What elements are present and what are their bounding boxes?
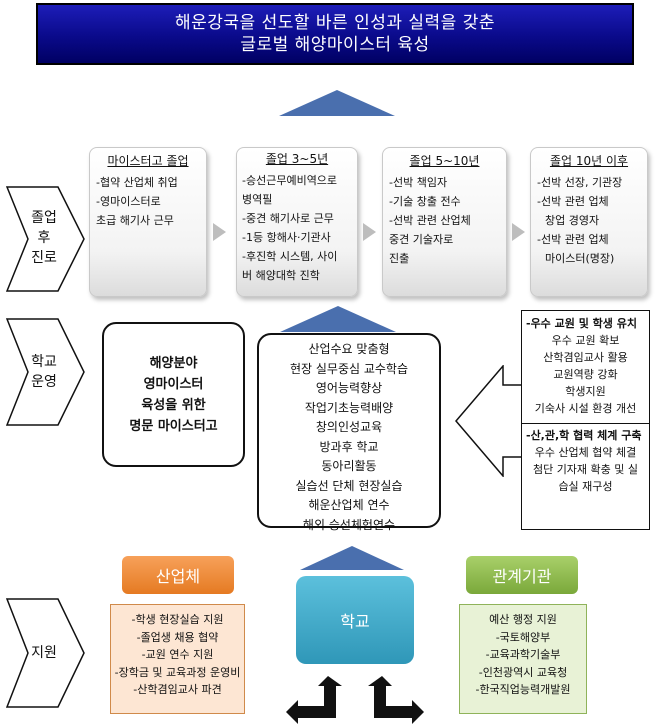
industry-item: -산학겸임교사 파견 <box>133 683 222 696</box>
strategy-group-title: -우수 교원 및 학생 유치 <box>526 317 637 330</box>
agency-item: -국토해양부 <box>495 630 551 644</box>
school-goal-line: 육성을 위한 <box>141 397 206 413</box>
career-item: -기술 창출 전수 <box>389 195 461 208</box>
career-item: 초급 해기사 근무 <box>96 214 174 227</box>
career-item: -선박 선장, 기관장 <box>537 176 623 189</box>
industry-item: -학생 현장실습 지원 <box>131 613 224 626</box>
school-program-item: 방과후 학교 <box>319 439 379 454</box>
arrow-right-icon <box>363 223 376 241</box>
strategy-divider <box>522 423 649 424</box>
agency-item: 예산 행정 지원 <box>489 613 557 626</box>
strategy-item: 산학겸임교사 활용 <box>543 351 628 364</box>
section-label-school-1: 학교 <box>31 354 57 370</box>
arrow-right-icon <box>512 223 525 241</box>
career-card-10yr-plus: 졸업 10년 이후 -선박 선장, 기관장 -선박 관련 업체 창업 경영자 -… <box>530 147 648 297</box>
chevron-shape-school <box>6 318 85 426</box>
industry-item: -교원 연수 지원 <box>141 648 214 661</box>
agency-support-list: 예산 행정 지원 -국토해양부 -교육과학기술부 -인천광역시 교육청 -한국직… <box>459 604 587 714</box>
section-label-career-2: 후 <box>37 230 51 246</box>
school-label: 학교 <box>296 576 414 664</box>
arrow-right-icon <box>213 223 226 241</box>
career-card-3-5yr: 졸업 3~5년 -승선근무예비역으로 병역필 -중견 해기사로 근무 -1등 항… <box>236 147 358 297</box>
career-item: 버 해양대학 진학 <box>242 269 320 282</box>
up-triangle-top <box>279 90 395 116</box>
career-item: -후진학 시스템, 사이 <box>242 250 338 263</box>
strategy-item: 학생지원 <box>565 385 606 398</box>
agency-label: 관계기관 <box>466 556 578 594</box>
career-item: -승선근무예비역으로 <box>242 174 338 187</box>
school-program-item: 산업수요 맞춤형 <box>308 342 390 356</box>
agency-item: -교육과학기술부 <box>485 648 561 661</box>
industry-support-list: -학생 현장실습 지원 -졸업생 채용 협약 -교원 연수 지원 -장학금 및 … <box>110 604 245 714</box>
career-card-graduation-title: 마이스터고 졸업 <box>107 154 189 168</box>
strategy-item: 습실 재구성 <box>558 480 613 493</box>
agency-item: -한국직업능력개발원 <box>475 683 571 696</box>
school-goal-line: 영마이스터 <box>143 376 204 392</box>
career-item: -중견 해기사로 근무 <box>242 212 334 225</box>
career-card-3-5yr-title: 졸업 3~5년 <box>265 152 329 166</box>
strategy-item: 우수 교원 확보 <box>551 334 620 347</box>
vision-line-1: 해운강국을 선도할 바른 인성과 실력을 갖춘 <box>174 13 496 33</box>
arrow-up-right-icon <box>368 676 424 724</box>
up-triangle-middle <box>280 306 396 332</box>
section-label-school: 학교 운영 <box>26 352 62 392</box>
career-item: -1등 항해사·기관사 <box>242 231 331 244</box>
school-strategy-box: -우수 교원 및 학생 유치 우수 교원 확보 산학겸임교사 활용 교원역량 강… <box>521 310 650 530</box>
school-goal-box: 해양분야 영마이스터 육성을 위한 명문 마이스터고 <box>102 322 245 467</box>
career-item: -협약 산업체 취업 <box>96 176 178 189</box>
school-goal-line: 해양분야 <box>149 355 198 371</box>
arrow-up-left-icon <box>286 676 342 724</box>
school-program-item: 현장 실무중심 교수학습 <box>289 361 409 376</box>
industry-item: -졸업생 채용 협약 <box>136 630 219 644</box>
career-item: -선박 관련 업체 <box>537 195 609 208</box>
career-item: 진출 <box>389 252 410 265</box>
section-label-support: 지원 <box>31 645 57 661</box>
career-item: -영마이스터로 <box>96 195 161 208</box>
school-program-item: 실습선 단체 현장실습 <box>295 478 403 493</box>
career-item: 마이스터(명장) <box>545 252 615 265</box>
arrow-left-outline-icon <box>455 365 524 477</box>
chevron-shape-career <box>6 186 85 292</box>
chevron-shape-support <box>6 598 85 708</box>
school-program-box: 산업수요 맞춤형 현장 실무중심 교수학습 영어능력향상 작업기초능력배양 창의… <box>257 333 441 532</box>
school-goal-line: 명문 마이스터고 <box>129 418 218 434</box>
strategy-item: 첨단 기자재 확충 및 실 <box>532 463 639 476</box>
industry-label: 산업체 <box>122 556 234 594</box>
school-program-item: 해외 승선체험연수 <box>302 517 396 532</box>
career-item: -선박 책임자 <box>389 176 448 189</box>
school-program-item: 창의인성교육 <box>315 420 383 434</box>
section-label-career-3: 진로 <box>31 250 57 266</box>
career-item: 창업 경영자 <box>545 214 600 227</box>
section-label-career-1: 졸업 <box>31 210 57 226</box>
strategy-group-title: -산,관,학 협력 체계 구축 <box>526 429 642 442</box>
strategy-item: 기숙사 시설 환경 개선 <box>534 402 637 415</box>
school-program-item: 영어능력향상 <box>315 381 383 395</box>
industry-item: -장학금 및 교육과정 운영비 <box>114 665 241 679</box>
school-program-item: 작업기초능력배양 <box>304 400 394 415</box>
career-card-10yr-plus-title: 졸업 10년 이후 <box>549 154 629 168</box>
vision-line-2: 글로벌 해양마이스터 육성 <box>240 35 430 55</box>
career-card-5-10yr: 졸업 5~10년 -선박 책임자 -기술 창출 전수 -선박 관련 산업체 중견… <box>382 147 507 297</box>
career-item: -선박 관련 업체 <box>537 233 609 246</box>
strategy-item: 교원역량 강화 <box>553 368 618 381</box>
agency-item: -인천광역시 교육청 <box>478 665 568 679</box>
school-program-item: 동아리활동 <box>321 459 377 473</box>
section-label-career: 졸업 후 진로 <box>26 208 62 268</box>
career-item: 병역필 <box>242 193 273 206</box>
career-item: 중견 기술자로 <box>389 233 454 246</box>
career-card-5-10yr-title: 졸업 5~10년 <box>409 154 480 168</box>
up-triangle-bottom <box>300 546 404 570</box>
section-label-school-2: 운영 <box>31 374 57 390</box>
career-item: -선박 관련 산업체 <box>389 214 471 227</box>
school-program-item: 해운산업체 연수 <box>308 498 390 512</box>
strategy-item: 우수 산업체 협약 체결 <box>534 446 637 459</box>
career-card-graduation: 마이스터고 졸업 -협약 산업체 취업 -영마이스터로 초급 해기사 근무 <box>89 147 207 297</box>
vision-banner: 해운강국을 선도할 바른 인성과 실력을 갖춘 글로벌 해양마이스터 육성 <box>36 3 634 65</box>
